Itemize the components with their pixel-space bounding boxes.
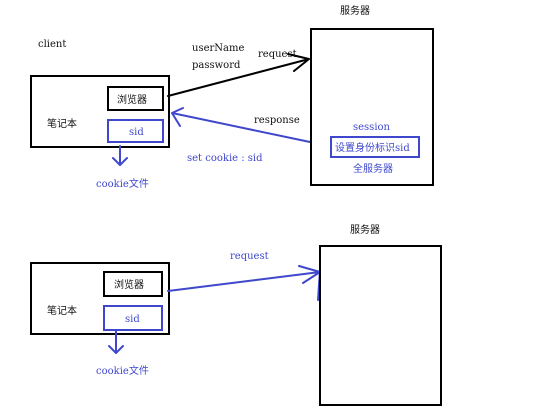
bottom-diagram: 服务器 笔记本 浏览器 sid cookie文件 request	[30, 223, 442, 406]
bottom-sid-box	[103, 305, 163, 331]
top-request-arrow	[167, 53, 310, 97]
top-credentials-password: password	[192, 60, 241, 71]
top-browser-box	[107, 86, 164, 111]
bottom-server-box	[319, 245, 442, 406]
top-server-box	[310, 28, 434, 186]
bottom-browser-label: 浏览器	[114, 278, 144, 291]
bottom-laptop-label: 笔记本	[47, 304, 77, 317]
bottom-request-arrow	[167, 265, 321, 292]
bottom-cookie-file-label: cookie文件	[96, 364, 149, 377]
top-browser-label: 浏览器	[117, 93, 147, 106]
top-all-servers-label: 全服务器	[353, 162, 393, 175]
top-session-label: session	[353, 122, 391, 133]
top-session-id-box	[330, 136, 420, 158]
top-laptop-box	[30, 75, 170, 148]
top-sid-box	[107, 119, 164, 143]
top-cookie-file-label: cookie文件	[96, 177, 149, 190]
top-laptop-label: 笔记本	[47, 117, 77, 130]
top-client-label: client	[38, 39, 66, 50]
top-response-arrow	[171, 107, 311, 143]
bottom-sid-label: sid	[125, 314, 140, 325]
top-response-label: response	[254, 115, 300, 126]
top-credentials-username: userName	[192, 43, 244, 54]
top-sid-label: sid	[129, 127, 144, 138]
bottom-laptop-box	[30, 262, 170, 335]
bottom-cookie-arrow	[108, 330, 124, 354]
bottom-server-title: 服务器	[350, 223, 380, 236]
top-cookie-arrow	[112, 145, 128, 166]
bottom-browser-box	[103, 271, 163, 297]
top-set-cookie-label: set cookie : sid	[187, 153, 263, 164]
top-diagram: 服务器 client 笔记本 浏览器 sid cookie文件 userName…	[30, 4, 434, 190]
top-request-label: request	[258, 49, 297, 60]
bottom-request-label: request	[230, 251, 269, 262]
top-set-id-label: 设置身份标识sid	[335, 141, 410, 154]
top-server-title: 服务器	[340, 4, 370, 17]
